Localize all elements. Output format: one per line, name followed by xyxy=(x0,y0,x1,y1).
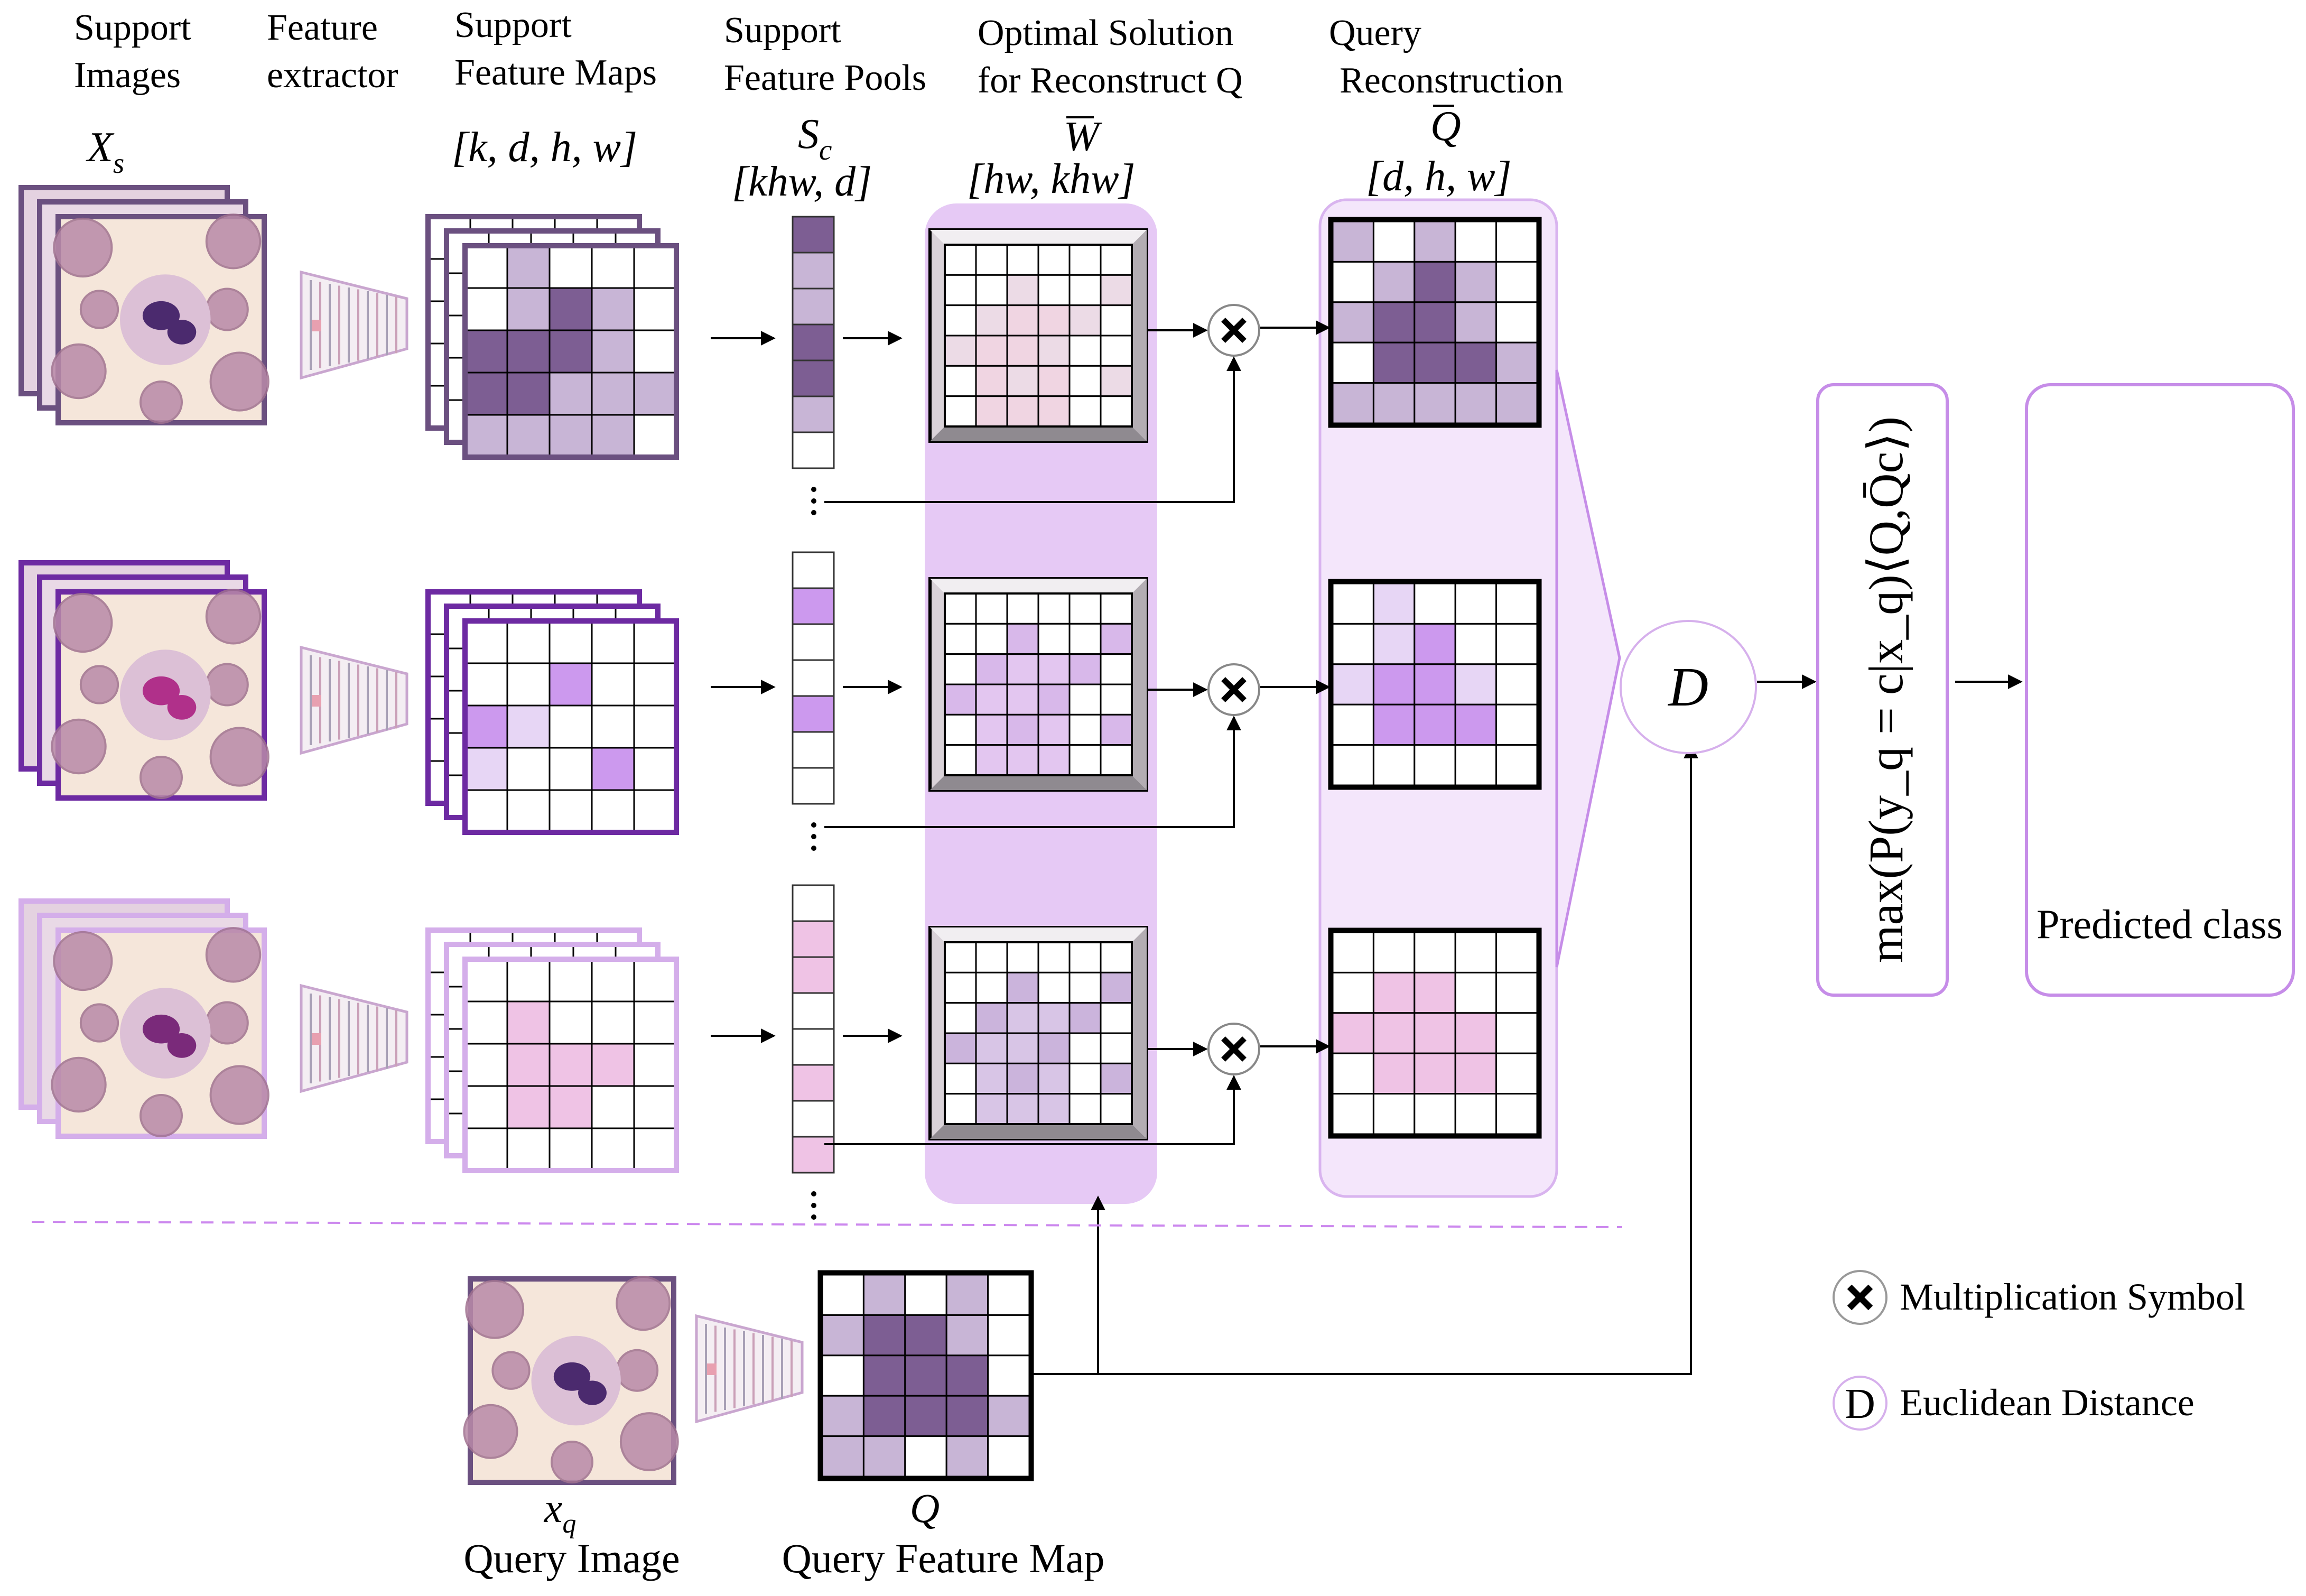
q-reconstruction-border-2 xyxy=(1328,579,1542,790)
q-symbol: Q xyxy=(910,1485,940,1531)
feature-extractor-2 xyxy=(300,645,408,755)
legend-multiplication: Multiplication Symbol xyxy=(1833,1270,2245,1325)
q-reconstruction-3 xyxy=(1332,931,1538,1135)
q-reconstruction-border-1 xyxy=(1328,217,1542,428)
objective-box: max(P(y_q = c|x_q)⟨Q,Q̄c⟩) xyxy=(1816,383,1949,997)
multiply-node-1 xyxy=(1207,304,1260,357)
feature-extractor-1 xyxy=(300,270,408,380)
w-matrix-3 xyxy=(928,926,1148,1140)
header-support-images: Support Images xyxy=(74,7,191,96)
w-matrix-1 xyxy=(928,228,1148,443)
support-feature-pool-1 xyxy=(792,216,835,515)
distance-node: D xyxy=(1620,620,1757,754)
sc-symbol: Sc xyxy=(798,111,832,166)
wbar-symbol: W xyxy=(1064,114,1102,160)
svg-text:Query: Query xyxy=(1329,13,1421,53)
predicted-class-label: Predicted class xyxy=(2037,901,2283,947)
support-feature-map-3-front xyxy=(462,957,679,1173)
svg-text:D: D xyxy=(1667,656,1708,718)
query-image xyxy=(463,1276,679,1485)
q-reconstruction-border-3 xyxy=(1328,927,1542,1139)
multiply-node-3 xyxy=(1207,1023,1260,1075)
arrow-query-to-w-panel xyxy=(1031,1195,1105,1375)
svg-text:for Reconstruct Q: for Reconstruct Q xyxy=(978,60,1243,101)
header-support-feature-pools: Support Feature Pools xyxy=(724,10,926,98)
q-reconstruction-1 xyxy=(1332,220,1538,424)
query-feature-map xyxy=(821,1274,1030,1478)
support-feature-map-3 xyxy=(425,927,679,1173)
svg-text:Feature Pools: Feature Pools xyxy=(724,58,926,98)
support-feature-map-1-front xyxy=(462,243,679,460)
feature-extractor-3 xyxy=(300,983,408,1093)
header-feature-extractor: Feature extractor xyxy=(267,7,398,96)
svg-text:extractor: extractor xyxy=(267,55,398,96)
support-image-stack-3-front xyxy=(51,927,269,1139)
query-feature-extractor xyxy=(695,1314,804,1424)
w-matrix-3-cells xyxy=(944,941,1133,1125)
q-shape: [d, h, w] xyxy=(1366,153,1512,200)
xs-symbol: Xs xyxy=(86,124,124,179)
support-feature-map-2-front xyxy=(462,618,679,835)
svg-text:Feature: Feature xyxy=(267,7,378,48)
xq-symbol: xq xyxy=(544,1485,576,1539)
svg-text:Euclidean Distance: Euclidean Distance xyxy=(1900,1381,2195,1424)
svg-text:Support: Support xyxy=(74,7,191,48)
support-image-stack-1-front xyxy=(51,214,269,425)
qbar-symbol: Q xyxy=(1430,103,1461,150)
arrow-pool-to-mult-1 xyxy=(824,356,1241,503)
support-image-stack-2-front xyxy=(51,589,269,801)
header-query-reconstruction: Query Reconstruction xyxy=(1329,13,1564,101)
query-image-label: Query Image xyxy=(463,1535,680,1581)
svg-text:Images: Images xyxy=(74,55,181,96)
w-matrix-1-cells xyxy=(944,244,1133,428)
arrow-query-to-distance xyxy=(1098,744,1698,1375)
support-query-separator xyxy=(31,1221,1623,1228)
w-matrix-2 xyxy=(928,577,1148,792)
arrow-pool-to-mult-2 xyxy=(824,716,1241,828)
objective-formula: max(P(y_q = c|x_q)⟨Q,Q̄c⟩) xyxy=(1859,416,1913,963)
w-shape: [hw, khw] xyxy=(967,156,1136,202)
svg-text:Support: Support xyxy=(454,5,572,45)
svg-text:Support: Support xyxy=(724,10,841,51)
svg-text:Feature Maps: Feature Maps xyxy=(454,52,657,93)
header-optimal-solution: Optimal Solution for Reconstruct Q xyxy=(978,13,1243,101)
support-feature-pool-3 xyxy=(792,884,835,1220)
maps-shape: [k, d, h, w] xyxy=(452,124,637,171)
support-feature-pool-2 xyxy=(792,551,835,851)
arrow-pool-to-mult-3 xyxy=(824,1075,1241,1145)
legend-distance: D Euclidean Distance xyxy=(1833,1376,2195,1431)
svg-text:D: D xyxy=(1845,1381,1875,1427)
query-feature-map-label: Query Feature Map xyxy=(782,1535,1105,1581)
predicted-class-box: Predicted class xyxy=(2025,383,2295,997)
svg-text:W: W xyxy=(1064,114,1102,160)
svg-text:Multiplication Symbol: Multiplication Symbol xyxy=(1900,1276,2245,1318)
header-support-feature-maps: Support Feature Maps xyxy=(454,5,657,93)
q-reconstruction-2 xyxy=(1332,582,1538,786)
q-funnel xyxy=(1555,369,1621,968)
query-feature-map-border xyxy=(817,1270,1034,1481)
support-feature-map-1 xyxy=(425,214,679,460)
svg-text:Optimal Solution: Optimal Solution xyxy=(978,13,1233,53)
svg-text:Q: Q xyxy=(1430,103,1461,150)
w-matrix-2-cells xyxy=(944,592,1133,776)
support-feature-map-2 xyxy=(425,589,679,835)
multiply-node-2 xyxy=(1207,663,1260,716)
svg-text:Reconstruction: Reconstruction xyxy=(1340,60,1564,101)
pools-shape: [khw, d] xyxy=(732,159,872,205)
